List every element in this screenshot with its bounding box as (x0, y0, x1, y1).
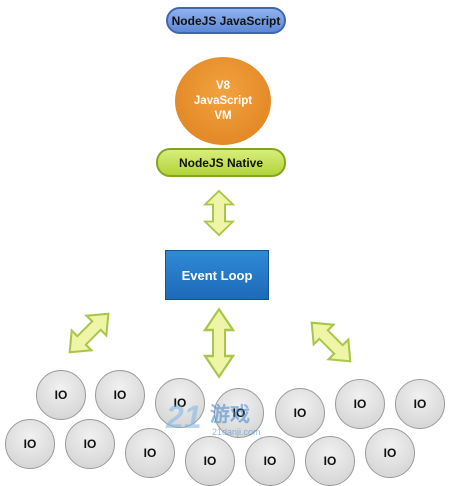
watermark-logo: 21 游戏 21danji.com (165, 399, 261, 437)
io-node: IO (365, 428, 415, 478)
io-node: IO (65, 419, 115, 469)
io-node: IO (214, 388, 264, 438)
io-node: IO (185, 436, 235, 486)
arrow-loop-right (300, 311, 362, 373)
nodejs-javascript-node: NodeJS JavaScript (166, 7, 286, 34)
io-node: IO (155, 378, 205, 428)
v8-vm-label: V8 JavaScript VM (193, 79, 253, 122)
io-node: IO (245, 436, 295, 486)
svg-text:21: 21 (165, 399, 202, 435)
io-node: IO (36, 370, 86, 420)
io-node: IO (5, 419, 55, 469)
event-loop-node: Event Loop (165, 250, 269, 300)
nodejs-native-node: NodeJS Native (156, 148, 286, 177)
io-node: IO (305, 436, 355, 486)
svg-text:21danji.com: 21danji.com (212, 427, 261, 437)
io-node: IO (275, 388, 325, 438)
io-node: IO (395, 379, 445, 429)
v8-vm-node: V8 JavaScript VM (175, 57, 271, 145)
svg-text:游戏: 游戏 (210, 402, 250, 426)
arrow-native-loop (204, 189, 234, 237)
arrow-loop-center (203, 307, 235, 379)
io-node: IO (95, 370, 145, 420)
arrow-loop-left (58, 302, 120, 364)
io-node: IO (335, 379, 385, 429)
